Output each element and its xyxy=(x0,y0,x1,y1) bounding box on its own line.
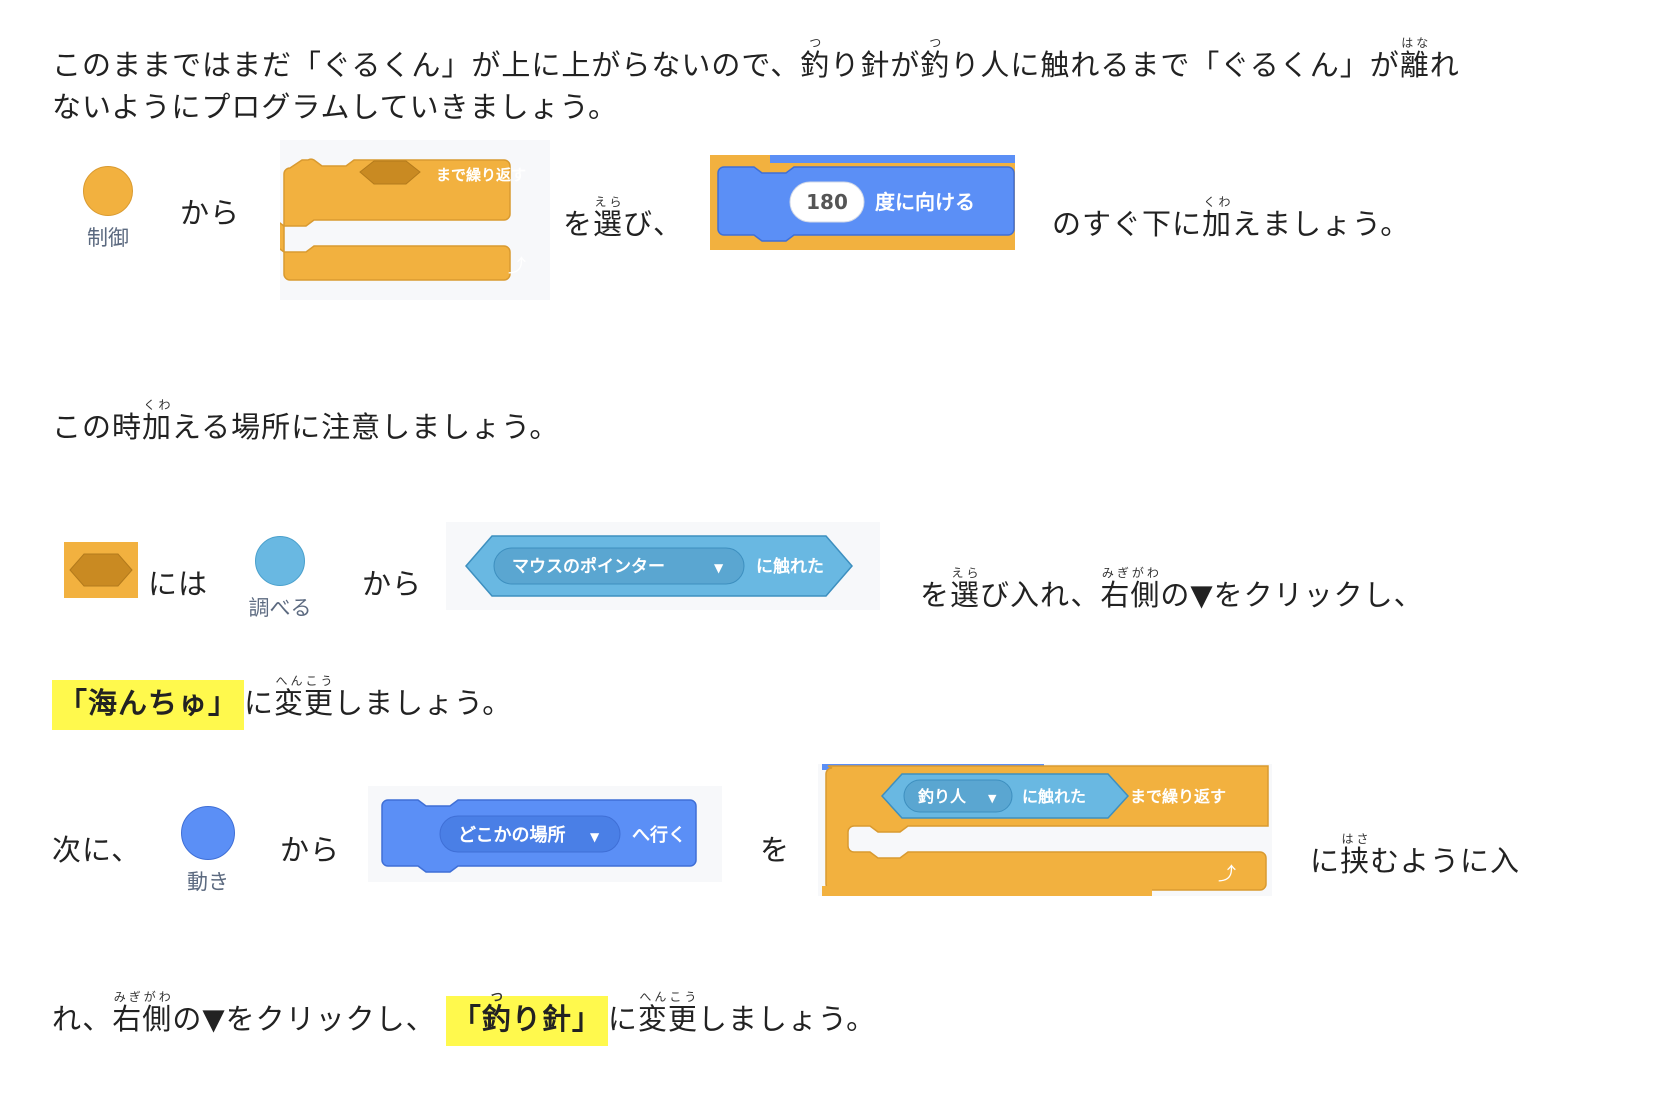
goto-dropdown-arrow-icon: ▼ xyxy=(590,830,600,844)
highlight-tsuribari: 「釣つり針」 xyxy=(445,990,608,1046)
select-insert-text: を選えらび入れ、右側みぎがわの▼をクリックし、 xyxy=(920,566,1424,612)
ruby-hana: 離はな xyxy=(1399,36,1430,82)
loop-arrow-icon: ⤴ xyxy=(508,256,526,277)
touching-label: に触れた xyxy=(756,556,824,577)
niwa-text: には xyxy=(148,567,209,601)
loop-arrow-icon-2: ⤴ xyxy=(1218,864,1236,885)
add-below-text: のすぐ下に加くわえましょう。 xyxy=(1052,195,1411,241)
goto-block-panel: どこかの場所 ▼ へ行く xyxy=(368,786,722,882)
repeat-until-label: まで繰り返す xyxy=(436,166,526,184)
goto-dropdown[interactable] xyxy=(439,815,621,853)
fisher-touching-label: に触れた xyxy=(1022,787,1086,806)
intro-line-1: このままではまだ「ぐるくん」が上に上がらないので、釣つり針が釣つり人に触れるまで… xyxy=(52,36,1460,82)
intro-line-2: ないようにプログラムしていきましょう。 xyxy=(52,90,618,124)
touching-block-panel: マウスのポインター ▼ に触れた xyxy=(446,522,880,610)
wo-text: を xyxy=(760,833,791,867)
repeat-until-block-panel: まで繰り返す ⤴ xyxy=(261,140,550,300)
select-text-1: を選えらび、 xyxy=(563,195,684,241)
sensing-category-icon xyxy=(255,536,305,586)
fisher-dropdown-label: 釣り人 xyxy=(918,787,967,806)
ruby-tsuri-1: 釣つ xyxy=(800,36,831,82)
ruby-kuwa-1: 加くわ xyxy=(1202,195,1233,241)
from-text-2: から xyxy=(362,567,423,601)
point-direction-block-panel: 180 度に向ける xyxy=(710,155,1015,250)
next-text: 次に、 xyxy=(52,833,142,867)
category-sensing-label: 調べる xyxy=(248,596,312,620)
ruby-erabi-1: 選えら xyxy=(593,195,624,241)
ruby-tsuri-2: 釣つ xyxy=(920,36,951,82)
ruby-tsuri-3: 釣つ xyxy=(481,990,512,1036)
change-line-2: れ、右側みぎがわの▼をクリックし、 「釣つり針」に変更へんこうしましょう。 xyxy=(52,990,876,1046)
condition-slot-sample xyxy=(64,542,138,598)
point-in-direction-block[interactable]: 180 度に向ける xyxy=(710,155,1015,250)
ruby-hasa: 挟はさ xyxy=(1340,832,1371,878)
goto-label: へ行く xyxy=(632,824,686,846)
ruby-erabi-2: 選えら xyxy=(950,566,981,612)
repeat-until-block[interactable]: まで繰り返す ⤴ xyxy=(261,140,550,300)
fisher-dropdown-arrow-icon: ▼ xyxy=(988,792,997,805)
category-control[interactable]: 制御 xyxy=(78,166,138,252)
angle-input[interactable] xyxy=(789,181,865,223)
repeat-until-touching-block[interactable]: 釣り人 ▼ に触れた まで繰り返す ⤴ xyxy=(818,764,1272,896)
control-category-icon xyxy=(83,166,133,216)
ruby-kuwa-2: 加くわ xyxy=(142,398,173,444)
category-motion[interactable]: 動き xyxy=(178,806,238,896)
dropdown-label: マウスのポインター xyxy=(512,556,665,577)
change-line-1: 「海んちゅ」に変更へんこうしましょう。 xyxy=(52,674,512,730)
highlight-uminchu: 「海んちゅ」 xyxy=(52,680,245,730)
hexagon-slot-icon xyxy=(69,553,133,587)
repeat-touching-block-panel: 釣り人 ▼ に触れた まで繰り返す ⤴ xyxy=(818,764,1272,896)
sprite-dropdown[interactable] xyxy=(493,547,745,585)
ruby-henkou-1: 変更へんこう xyxy=(274,674,335,720)
angle-value: 180 xyxy=(806,190,848,214)
category-control-label: 制御 xyxy=(87,226,129,250)
ruby-migigawa-2: 右側みぎがわ xyxy=(112,990,173,1036)
ruby-henkou-2: 変更へんこう xyxy=(637,990,698,1036)
motion-category-icon xyxy=(181,806,235,860)
from-text-3: から xyxy=(280,833,341,867)
category-sensing[interactable]: 調べる xyxy=(240,536,320,622)
sandwich-text: に挟はさむように入 xyxy=(1310,832,1521,878)
dropdown-arrow-icon: ▼ xyxy=(714,561,724,575)
ruby-migigawa-1: 右側みぎがわ xyxy=(1100,566,1161,612)
goto-dropdown-label: どこかの場所 xyxy=(458,825,565,846)
touching-mouse-block[interactable]: マウスのポインター ▼ に触れた xyxy=(446,522,880,610)
goto-block[interactable]: どこかの場所 ▼ へ行く xyxy=(368,786,722,882)
note-line: この時加くわえる場所に注意しましょう。 xyxy=(52,398,560,444)
empty-condition-slot[interactable] xyxy=(359,160,421,185)
intro-text: このままではまだ「ぐるくん」が上に上がらないので、 xyxy=(52,48,801,82)
from-text-1: から xyxy=(180,196,241,230)
repeat-until-label-2: まで繰り返す xyxy=(1130,787,1226,806)
point-label: 度に向ける xyxy=(875,190,975,214)
fisher-dropdown[interactable] xyxy=(903,779,1013,813)
category-motion-label: 動き xyxy=(187,870,229,894)
